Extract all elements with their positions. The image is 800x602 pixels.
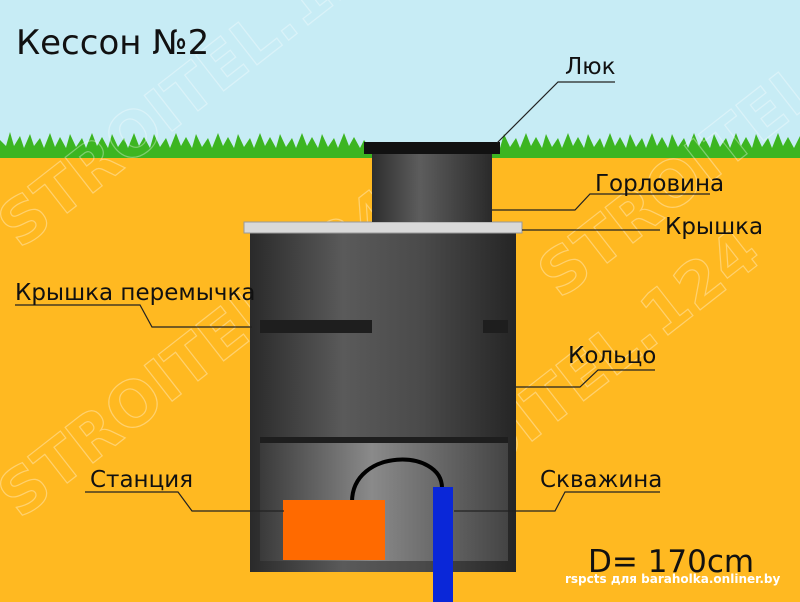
diagram-title: Кессон №2 [16, 23, 209, 63]
cable-loop [350, 457, 444, 503]
hatch [364, 142, 500, 154]
ring-seam-top-right [483, 320, 508, 333]
label-neck: Горловина [595, 171, 724, 197]
label-cover: Крышка [665, 214, 763, 240]
leader-hatch [496, 81, 615, 144]
pump-station [283, 500, 385, 560]
credit-text: rspcts для baraholka.onliner.by [565, 572, 780, 586]
leader-well [454, 491, 660, 512]
leader-neck [492, 193, 710, 211]
cover-slab [243, 221, 523, 234]
well-pipe [433, 487, 453, 602]
grass [0, 132, 800, 158]
leader-lines [15, 81, 710, 512]
leader-ring [516, 369, 655, 388]
label-ring: Кольцо [568, 343, 656, 369]
label-hatch: Люк [565, 54, 616, 80]
neck [372, 152, 492, 222]
label-station: Станция [90, 467, 193, 493]
ring-seam-bottom [260, 437, 508, 443]
label-cover-jumper: Крышка перемычка [15, 280, 255, 306]
diameter-label: D= 170cm [588, 544, 754, 580]
leader-station [85, 491, 284, 512]
label-well: Скважина [540, 467, 662, 493]
ring-seam-top [260, 320, 372, 333]
leader-cover-jumper [15, 304, 252, 328]
sky [0, 0, 800, 150]
